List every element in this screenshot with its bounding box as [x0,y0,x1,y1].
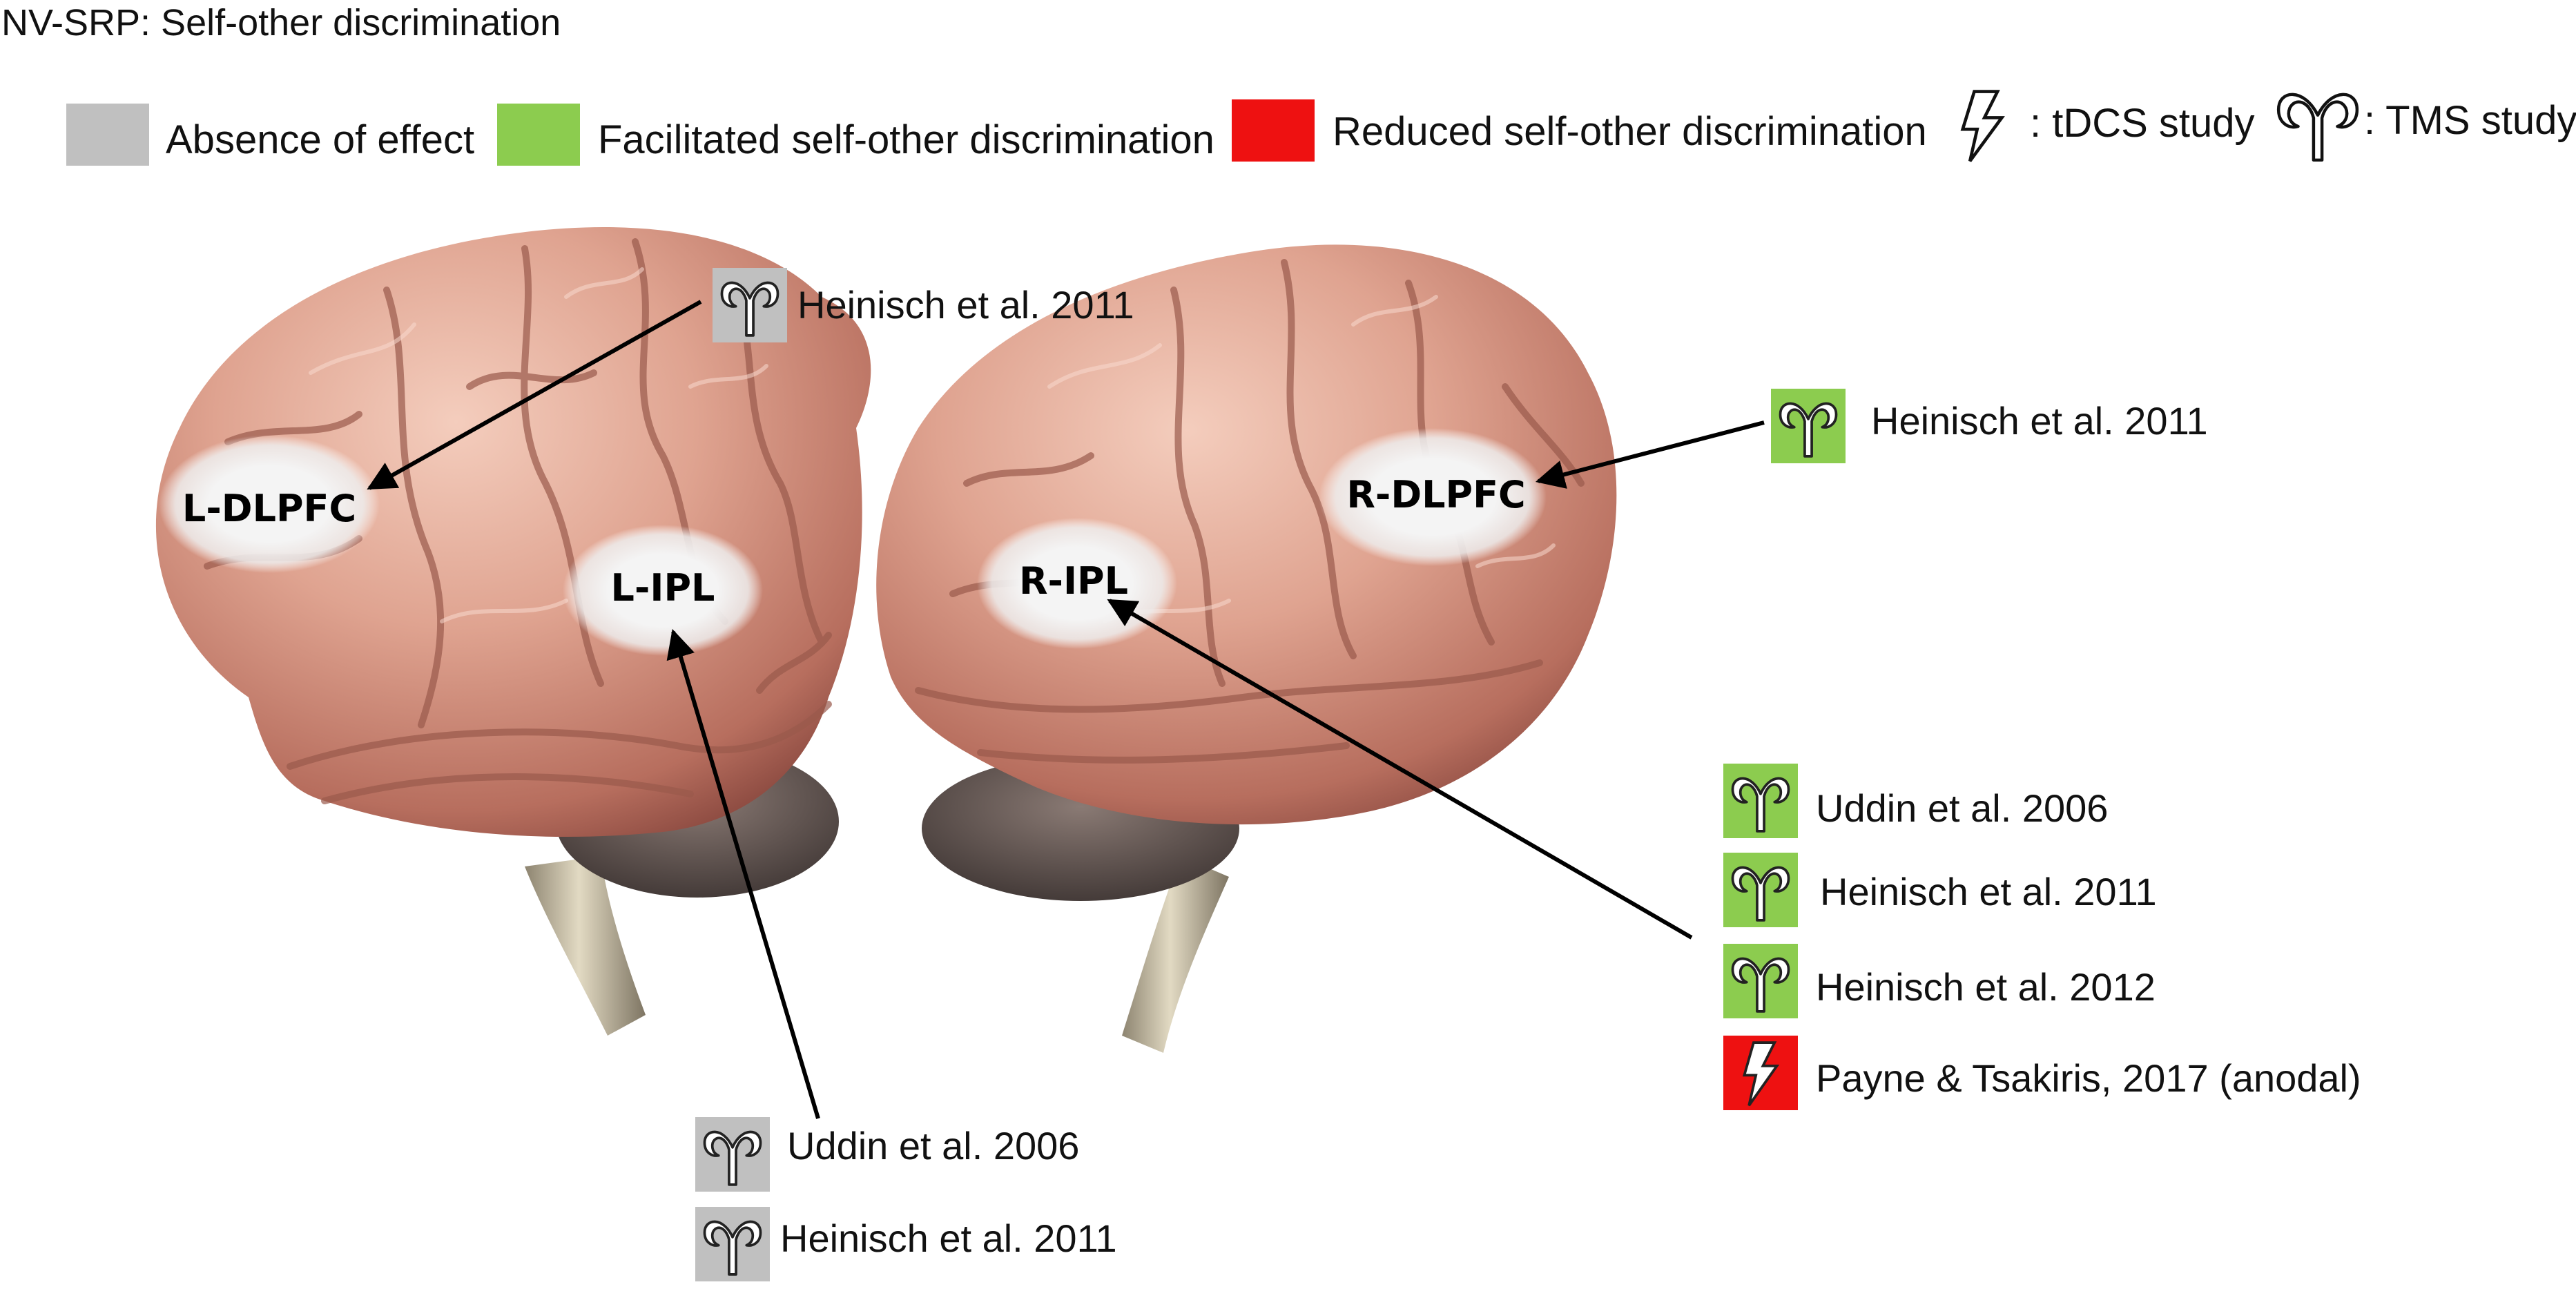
legend-swatch-absence [66,104,149,166]
study-icon-r-ipl-2 [1723,853,1798,927]
region-label-l-dlpfc: L-DLPFC [182,487,356,530]
region-label-r-ipl: R-IPL [1019,559,1128,603]
figure-title: NV-SRP: Self-other discrimination [1,2,561,43]
region-oval-r-dlpfc [1319,428,1547,566]
tms-coil-icon [2273,84,2363,163]
study-icon-l-dlpfc-1 [713,268,787,342]
tms-coil-icon [1723,764,1798,838]
tms-coil-icon [713,268,787,342]
region-label-l-ipl: L-IPL [611,566,715,610]
arrow-l-ipl [666,628,820,1119]
study-label-r-ipl-1: Uddin et al. 2006 [1816,786,2109,830]
study-icon-r-ipl-3 [1723,944,1798,1018]
legend-label-facilitated: Facilitated self-other discrimination [598,117,1214,162]
legend-swatch-facilitated [497,104,580,166]
legend-label-tms: : TMS study [2364,98,2576,143]
study-label-l-dlpfc-1: Heinisch et al. 2011 [797,283,1134,327]
arrow-l-dlpfc [367,300,702,490]
left-cerebrum [155,227,871,837]
left-brainstem [525,856,646,1036]
arrow-r-dlpfc [1535,420,1765,489]
tms-coil-icon [695,1117,770,1192]
study-icon-l-ipl-2 [695,1207,770,1281]
tms-coil-icon [1723,853,1798,927]
study-icon-r-dlpfc-1 [1771,389,1846,463]
right-hemisphere-brain [876,244,1617,1053]
legend-label-absence: Absence of effect [166,117,475,162]
legend-label-tdcs: : tDCS study [2030,101,2255,146]
tms-coil-icon [1771,389,1846,463]
study-label-r-ipl-4: Payne & Tsakiris, 2017 (anodal) [1816,1056,2361,1100]
study-label-r-ipl-3: Heinisch et al. 2012 [1816,965,2156,1009]
tms-coil-icon [1723,944,1798,1018]
region-oval-l-dlpfc [159,435,380,573]
study-label-l-ipl-1: Uddin et al. 2006 [787,1124,1080,1167]
legend-swatch-reduced [1232,99,1315,162]
arrow-r-ipl [1107,599,1693,940]
lightning-bolt-icon [1953,88,2011,164]
left-hemisphere-brain [155,227,871,1036]
study-label-r-ipl-2: Heinisch et al. 2011 [1820,870,2157,913]
study-icon-r-ipl-1 [1723,764,1798,838]
study-label-r-dlpfc-1: Heinisch et al. 2011 [1871,399,2208,443]
study-label-l-ipl-2: Heinisch et al. 2011 [780,1217,1117,1260]
legend-label-reduced: Reduced self-other discrimination [1333,109,1927,154]
right-brainstem [1122,856,1229,1053]
region-label-r-dlpfc: R-DLPFC [1346,473,1525,516]
study-icon-l-ipl-1 [695,1117,770,1192]
region-oval-l-ipl [563,525,763,656]
lightning-bolt-icon [1723,1036,1798,1110]
study-icon-r-ipl-4 [1723,1036,1798,1110]
tms-coil-icon [695,1207,770,1281]
